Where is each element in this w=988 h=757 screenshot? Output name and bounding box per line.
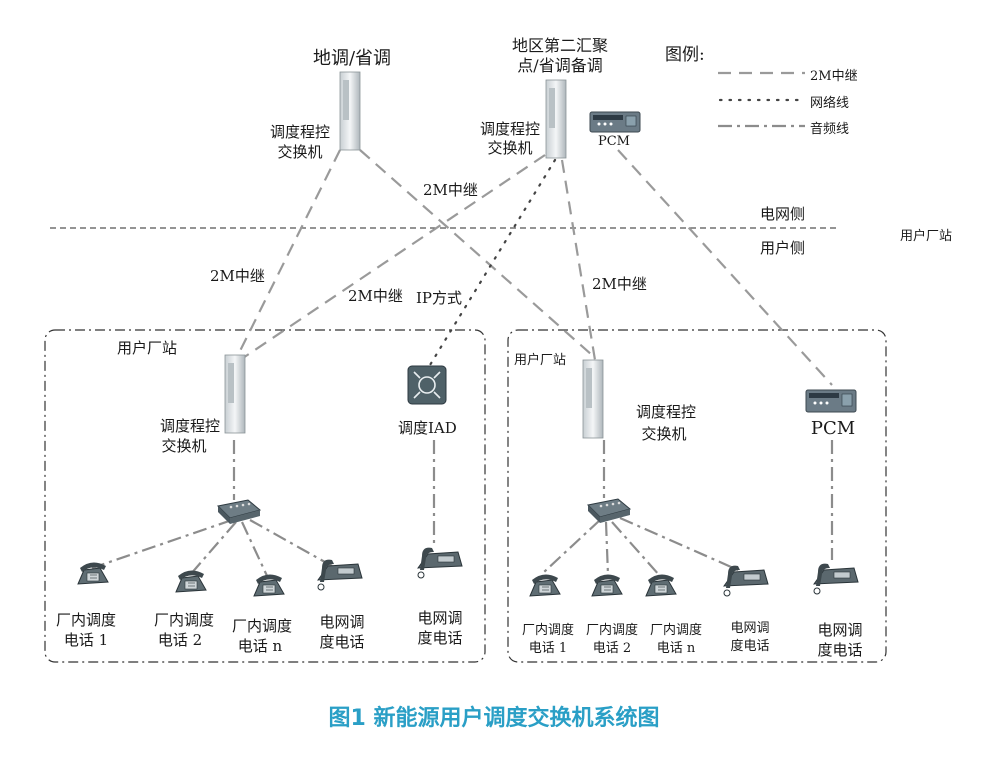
trunk-label-mid: 2M中继 <box>348 287 403 305</box>
right-hub-to-phone1 <box>543 519 601 573</box>
iad-label: 调度IAD <box>398 419 457 437</box>
phones-layer <box>77 547 859 597</box>
right-phone1-label2: 电话 1 <box>528 641 568 656</box>
right-phone1-label1: 厂内调度 <box>521 623 575 638</box>
rack-icon <box>339 71 361 151</box>
ip-link-node2-to-iad <box>428 158 557 367</box>
left-phone1-label1: 厂内调度 <box>55 611 117 629</box>
node2-title-2: 点/省调备调 <box>517 56 603 75</box>
right-hub-to-grid-phone <box>619 516 739 572</box>
left-hub-to-grid-phone <box>249 519 333 567</box>
right-hub-to-phonen <box>611 521 661 577</box>
right-phonen-label2: 电话 n <box>656 641 696 656</box>
diqu-switch-label: 调度程控 <box>270 122 330 142</box>
left-plant-box <box>44 329 486 663</box>
user-side-label: 用户侧 <box>760 239 806 257</box>
right-plant-box <box>507 329 887 663</box>
iad-device-icon <box>407 365 447 405</box>
pcm-phone-label1: 电网调 <box>817 621 863 639</box>
telephone-icon <box>175 570 207 593</box>
left-grid-phone-label2: 度电话 <box>319 633 365 651</box>
left-hub-to-phone2 <box>189 521 237 576</box>
telephone-icon <box>722 565 769 597</box>
diqu-title: 地调/省调 <box>312 48 392 69</box>
pcm-device-icon <box>589 111 641 133</box>
user-plant-label: 用户厂站 <box>900 229 953 244</box>
left-phonen-label1: 厂内调度 <box>231 617 293 635</box>
legend-item-network: 网络线 <box>810 96 850 111</box>
diqu-switch-label2: 交换机 <box>277 142 322 162</box>
left-hub-to-phonen <box>241 521 269 579</box>
left-phone1-label2: 电话 1 <box>63 631 109 649</box>
right-switch-label-2: 交换机 <box>641 425 687 443</box>
left-hub-to-phone1 <box>91 518 233 570</box>
telephone-icon <box>316 559 363 591</box>
rack-icon <box>545 79 567 159</box>
right-switch-label-1: 调度程控 <box>635 403 697 421</box>
iad-phone-label1: 电网调 <box>417 609 463 627</box>
left-switch-label-2: 交换机 <box>161 437 207 455</box>
trunk-diqu-to-left <box>237 149 341 356</box>
trunk-label-right: 2M中继 <box>592 275 647 293</box>
telephone-icon <box>645 574 677 597</box>
left-phonen-label2: 电话 n <box>237 637 283 655</box>
trunk-node2-to-right <box>560 159 597 361</box>
trunk-pcm-to-pcm <box>617 149 833 386</box>
right-box-title: 用户厂站 <box>514 353 567 368</box>
grid-side-label: 电网侧 <box>760 205 806 223</box>
ip-label: IP方式 <box>416 289 463 307</box>
left-box-title: 用户厂站 <box>117 339 178 357</box>
diqu-switch-label-line1: 调度程控 <box>269 123 331 141</box>
left-switch-label-1: 调度程控 <box>159 417 221 435</box>
telephone-icon <box>77 562 109 585</box>
top-pcm-label: PCM <box>597 134 631 149</box>
legend-item-trunk: 2M中继 <box>810 69 858 84</box>
pcm-device-icon <box>805 389 857 413</box>
right-grid-phone-label2: 度电话 <box>730 639 770 654</box>
iad-phone-label2: 度电话 <box>417 629 463 647</box>
trunk-node2-to-left <box>239 154 546 361</box>
trunk-label-left: 2M中继 <box>210 267 265 285</box>
legend-title: 图例: <box>665 45 705 65</box>
rack-icon <box>582 359 604 439</box>
hub-icon <box>586 498 632 523</box>
node2-title-1: 地区第二汇聚 <box>511 36 609 55</box>
node2-switch-label-2: 交换机 <box>487 139 533 157</box>
hub-icon <box>216 499 262 524</box>
trunk-label-top: 2M中继 <box>423 181 478 199</box>
trunk-diqu-to-right <box>359 149 593 356</box>
right-hub-to-phone2 <box>604 521 610 576</box>
figure-caption: 图1 新能源用户调度交换机系统图 <box>328 706 660 731</box>
left-grid-phone-label1: 电网调 <box>319 613 365 631</box>
pcm-phone-label2: 度电话 <box>817 641 863 659</box>
right-grid-phone-label1: 电网调 <box>730 621 770 636</box>
right-phone2-label2: 电话 2 <box>592 641 632 656</box>
rack-icon <box>224 354 246 434</box>
right-pcm-label: PCM <box>810 418 856 439</box>
node2-switch-label-1: 调度程控 <box>479 120 541 138</box>
left-phone2-label2: 电话 2 <box>157 631 203 649</box>
telephone-icon <box>416 547 463 579</box>
telephone-icon <box>253 574 285 597</box>
legend-item-audio: 音频线 <box>810 122 850 137</box>
right-phone2-label1: 厂内调度 <box>585 623 639 638</box>
telephone-icon <box>812 563 859 595</box>
telephone-icon <box>529 574 561 597</box>
telephone-icon <box>591 574 623 597</box>
right-phonen-label1: 厂内调度 <box>649 623 703 638</box>
left-phone2-label1: 厂内调度 <box>153 611 215 629</box>
diqu-switch-label-line2: 交换机 <box>277 143 323 161</box>
